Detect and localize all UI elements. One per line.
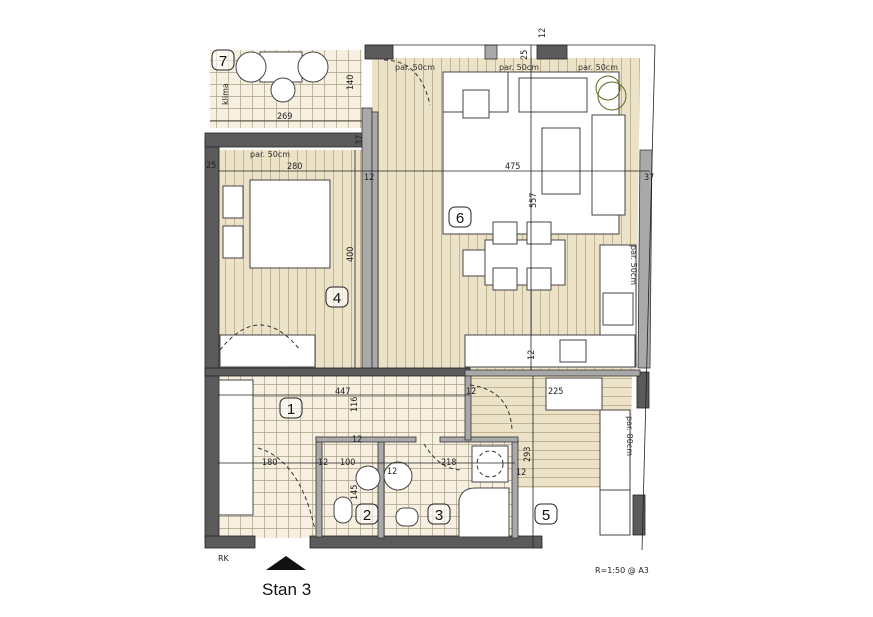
- sofa-side: [591, 114, 626, 216]
- dimension-lines: [210, 45, 650, 548]
- scale-label: R=1:50 @ A3: [595, 566, 649, 575]
- parapet-label: par. 80cm: [625, 416, 634, 456]
- dim-label: 12: [352, 435, 362, 445]
- dim-label: 116: [350, 397, 360, 412]
- entrance-arrow-icon: [266, 556, 306, 570]
- dim-label: 12: [538, 28, 548, 38]
- room-2-label: 2: [355, 503, 379, 525]
- washing-machine-icon: [471, 445, 509, 483]
- furniture: [218, 51, 637, 538]
- room-number: 3: [435, 507, 443, 524]
- chair: [526, 267, 552, 291]
- parapet-label: par. 50cm: [499, 63, 539, 72]
- room-number: 4: [333, 290, 341, 307]
- parapet-label: par. 50cm: [629, 245, 638, 285]
- sofa: [518, 77, 588, 113]
- toilet-icon: [333, 496, 353, 524]
- dim-label: 145: [350, 485, 360, 500]
- dim-label: 557: [529, 193, 539, 208]
- dim-label: 225: [548, 387, 563, 397]
- parapet-label: par. 50cm: [395, 63, 435, 72]
- dim-label: 25: [206, 161, 216, 171]
- chair: [462, 249, 486, 277]
- dim-label: 12: [364, 173, 374, 183]
- chair: [492, 221, 518, 245]
- chair: [492, 267, 518, 291]
- bidet-icon: [395, 507, 419, 527]
- door-swing: [423, 443, 463, 471]
- dim-label: 12: [387, 467, 397, 477]
- parapet-label: par. 50cm: [578, 63, 618, 72]
- dim-label: 37: [644, 173, 654, 183]
- room-1-label: 1: [279, 397, 303, 419]
- dim-label: 12: [516, 468, 526, 478]
- chair-7: [297, 51, 329, 83]
- dim-label: 140: [346, 75, 356, 90]
- riser-label: RK: [218, 554, 230, 563]
- room-numbers: 1 2 3 4 5 6 7: [211, 49, 558, 525]
- dim-label: 475: [505, 162, 520, 172]
- apartment-title: Stan 3: [262, 580, 311, 599]
- room-7-label: 7: [211, 49, 235, 71]
- wardrobe-hall: [218, 379, 254, 516]
- dim-label: 280: [287, 162, 302, 172]
- door-swing: [219, 324, 301, 351]
- dim-label: 293: [523, 447, 533, 462]
- dim-label: 100: [340, 458, 355, 468]
- dim-label: 25: [520, 50, 530, 60]
- parapet-label: par. 50cm: [250, 150, 290, 159]
- shower-icon: [458, 487, 510, 538]
- room-3-label: 3: [427, 503, 451, 525]
- pillow: [222, 225, 244, 259]
- dim-label: 12: [466, 387, 476, 397]
- room-4-label: 4: [325, 286, 349, 308]
- door-swing: [469, 384, 513, 431]
- walls: [204, 44, 656, 551]
- bed: [249, 179, 331, 269]
- room-6-label: 6: [448, 206, 472, 228]
- coffee-table: [541, 127, 581, 195]
- dim-label: 37: [355, 135, 365, 145]
- washing-machine-drum: [476, 450, 504, 478]
- plant-icon: [597, 81, 627, 111]
- dim-label: 180: [262, 458, 277, 468]
- stove-icon: [602, 292, 634, 326]
- room-number: 2: [363, 507, 371, 524]
- entry-door-swing: [257, 447, 316, 531]
- wardrobe-5: [545, 377, 603, 411]
- tv-stand: [462, 89, 490, 119]
- bed-5: [599, 489, 631, 536]
- chair-7: [235, 51, 267, 83]
- dim-label: 269: [277, 112, 292, 122]
- room-number: 7: [219, 53, 227, 70]
- washbasin-icon: [355, 465, 381, 491]
- dim-label: 218: [441, 458, 456, 468]
- dim-label: 12: [527, 350, 537, 360]
- dim-label: 400: [346, 247, 356, 262]
- dimension-labels: 269 140 280 400 475 557 37 37 25 12 25 1…: [206, 28, 654, 500]
- washbasin-icon: [383, 461, 413, 491]
- plant-icon: [595, 75, 621, 101]
- room-number: 6: [456, 210, 464, 227]
- wardrobe: [219, 334, 316, 368]
- dim-label: 447: [335, 387, 350, 397]
- ac-label: klima: [221, 83, 230, 105]
- room-number: 5: [542, 507, 550, 524]
- sink-icon: [559, 339, 587, 363]
- pillow: [222, 185, 244, 219]
- dim-label: 12: [318, 458, 328, 468]
- chair: [526, 221, 552, 245]
- kitchen-counter-bottom: [464, 334, 636, 368]
- parapet-labels: par. 50cm par. 50cm par. 50cm par. 50cm …: [221, 63, 638, 456]
- room-number: 1: [287, 401, 295, 418]
- room-5-label: 5: [534, 503, 558, 525]
- chair-7: [270, 77, 296, 103]
